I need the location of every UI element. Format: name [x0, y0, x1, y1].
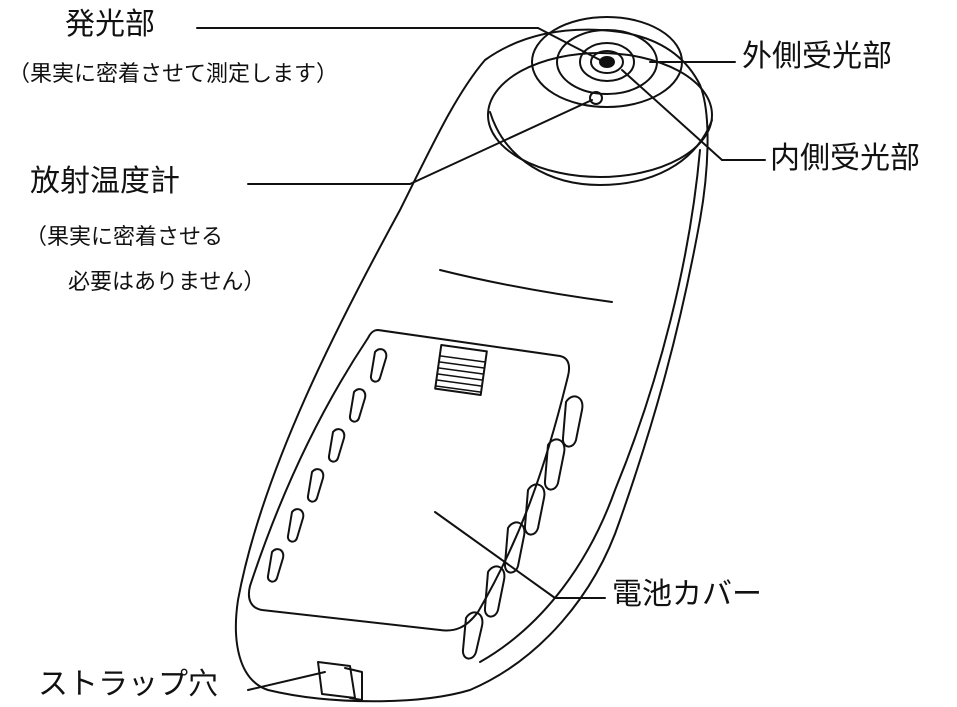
- inner-receiver-label: 内側受光部: [770, 141, 920, 176]
- inner-receiver-ring: [579, 42, 635, 82]
- device-body-outline: [234, 28, 709, 703]
- grip-bumps-right: [461, 395, 584, 660]
- strap-hole: [317, 661, 356, 699]
- battery-cover-latch-ridges: [435, 355, 486, 393]
- grip-bumps-left: [266, 348, 388, 583]
- outer-receiver-label: 外側受光部: [742, 39, 892, 74]
- emitter-lens-ring: [590, 50, 624, 74]
- radiation-thermometer-note-line1: （果実に密着させる: [25, 225, 224, 250]
- strap-hole-label: ストラップ穴: [38, 667, 218, 702]
- leader-line-emitter-diag: [537, 27, 601, 61]
- emitter-lens: [599, 56, 615, 68]
- device-body-inner-contour: [479, 149, 701, 663]
- emitter-note: （果実に密着させて測定します）: [8, 62, 339, 87]
- battery-cover-outline: [247, 329, 570, 632]
- leader-line-inner-receiver: [621, 69, 723, 161]
- emitter-label: 発光部: [65, 7, 155, 42]
- leader-line-battery-cover: [434, 511, 556, 599]
- sensor-dome-skirt: [489, 111, 713, 186]
- battery-cover-latch: [434, 344, 488, 396]
- radiation-thermometer-note-line2: 必要はありません）: [68, 270, 266, 295]
- radiation-thermometer-lens: [589, 91, 603, 105]
- device-neck-line: [439, 269, 613, 303]
- strap-hole-inner: [344, 667, 363, 701]
- leader-line-thermometer-diag: [409, 99, 593, 185]
- leader-line-strap-hole: [247, 671, 326, 691]
- radiation-thermometer-label: 放射温度計: [30, 164, 180, 199]
- battery-cover-label: 電池カバー: [612, 577, 762, 612]
